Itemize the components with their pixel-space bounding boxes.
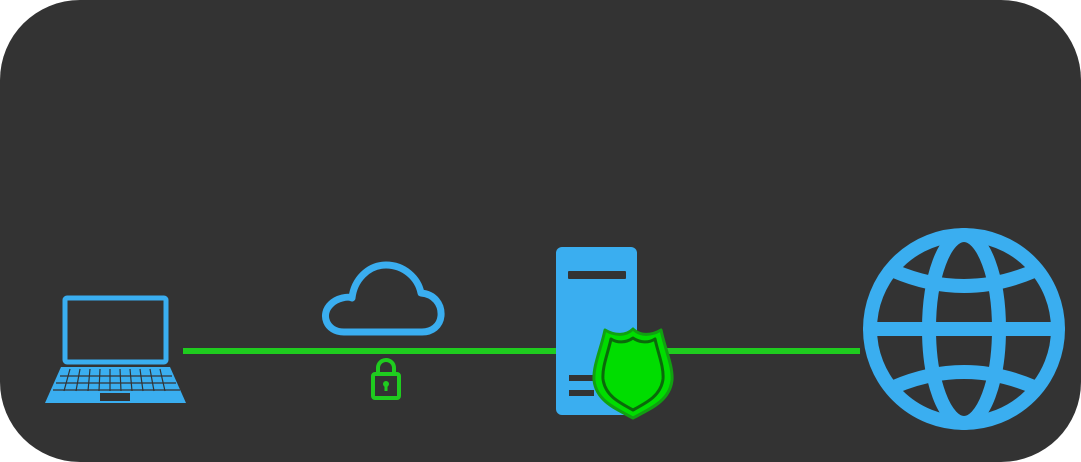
laptop-icon bbox=[45, 295, 186, 403]
lock-icon bbox=[371, 358, 401, 400]
globe-icon bbox=[863, 228, 1065, 430]
cloud-icon bbox=[322, 261, 445, 336]
shield-icon bbox=[592, 327, 674, 420]
